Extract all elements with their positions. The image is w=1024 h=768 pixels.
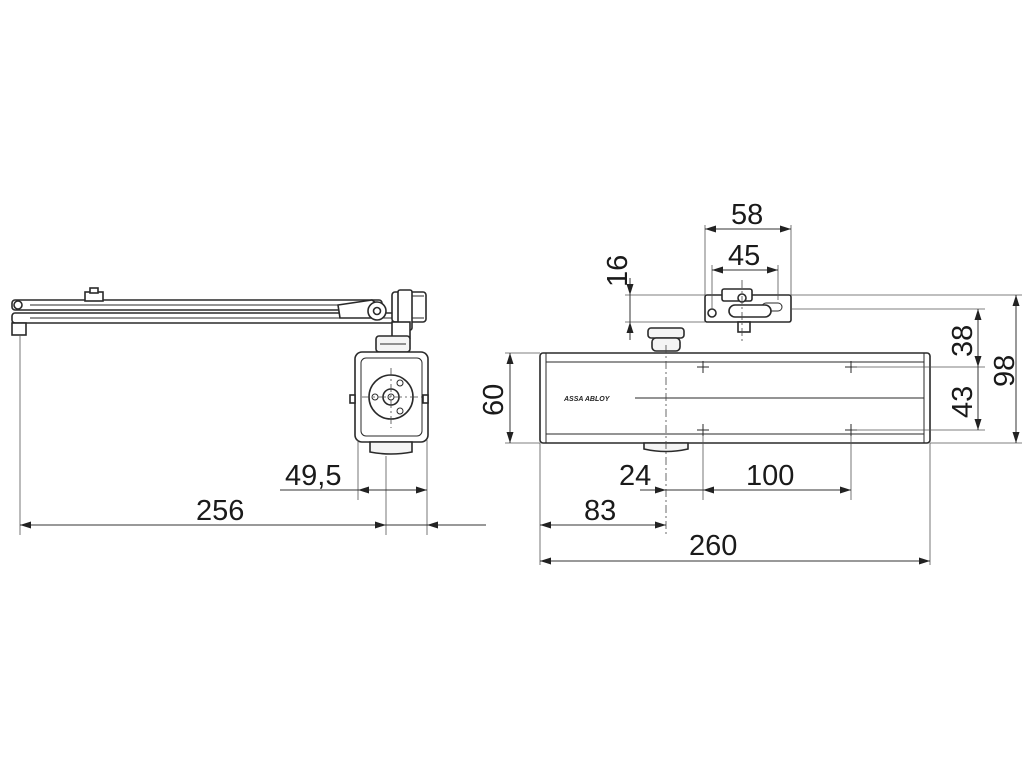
- label-offset-arm: 24: [619, 460, 651, 492]
- label-overall-height: 98: [989, 355, 1021, 387]
- closer-body: ASSA ABLOY: [539, 345, 931, 535]
- brand-logo: ASSA ABLOY: [563, 396, 611, 403]
- dimension-hole-spacing: 100: [746, 460, 794, 492]
- arm-assembly: [11, 287, 427, 353]
- label-right-lower: 43: [947, 386, 979, 418]
- label-right-upper: 38: [947, 325, 979, 357]
- label-arm-length: 256: [196, 495, 244, 527]
- dimension-bracket-width-inner: 45: [712, 240, 778, 274]
- label-bracket-height: 16: [602, 255, 634, 287]
- dimension-body-length: 260: [540, 530, 930, 565]
- label-offset-left: 83: [584, 495, 616, 527]
- side-view: 49,5 256: [11, 287, 486, 535]
- dimension-offset-arm: 24: [619, 460, 851, 494]
- label-bracket-width-outer: 58: [731, 199, 763, 231]
- label-bracket-offset: 49,5: [285, 460, 341, 492]
- mounting-hole: [697, 361, 709, 373]
- dimension-right-upper: 38: [947, 309, 982, 367]
- dimension-bracket-offset: 49,5: [280, 460, 427, 494]
- dimension-bracket-height: 16: [602, 255, 634, 340]
- dimension-offset-left: 83: [540, 495, 666, 529]
- front-view: ASSA ABLOY 58: [478, 199, 1022, 565]
- dimension-overall-height: 98: [989, 295, 1021, 443]
- mounting-bracket: [349, 351, 429, 455]
- mounting-hole: [697, 424, 709, 436]
- dimension-right-lower: 43: [947, 367, 982, 430]
- pinion-top: [647, 327, 685, 339]
- label-body-length: 260: [689, 530, 737, 562]
- dimension-arm-length: 256: [20, 495, 486, 529]
- label-hole-spacing: 100: [746, 460, 794, 492]
- label-body-height: 60: [478, 384, 510, 416]
- label-bracket-width-inner: 45: [728, 240, 760, 272]
- top-bracket: [704, 280, 792, 342]
- dimension-body-height: 60: [478, 353, 514, 443]
- dimension-bracket-width-outer: 58: [705, 199, 791, 233]
